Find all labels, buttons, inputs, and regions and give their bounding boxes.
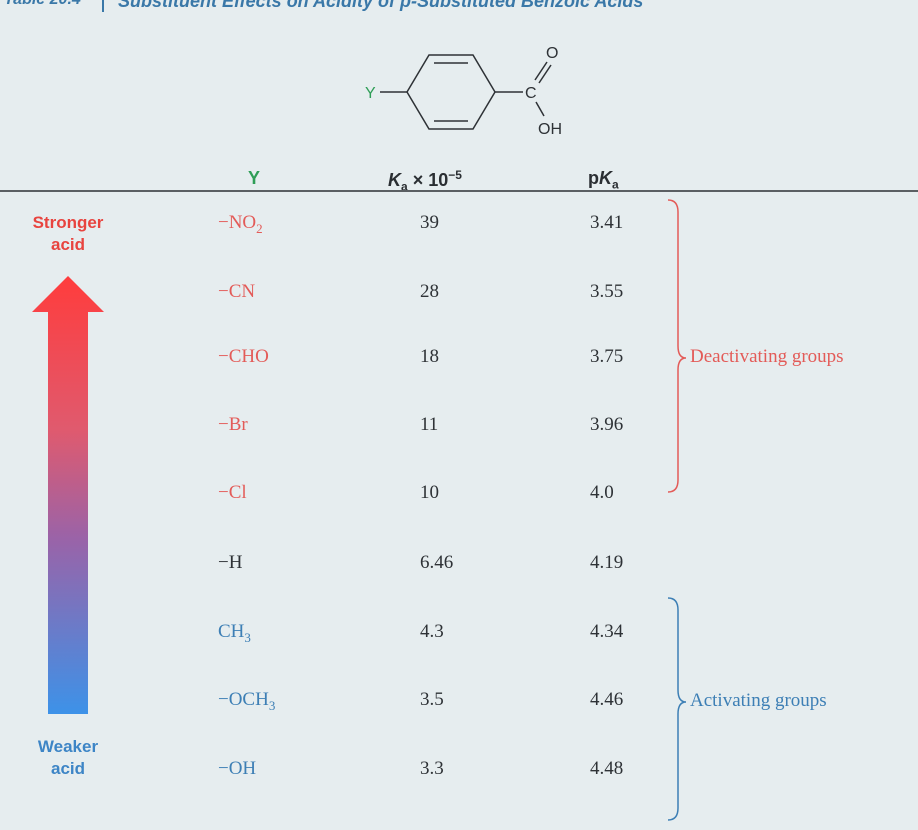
row-substituent: −OCH3 — [218, 689, 275, 714]
row-substituent: −Cl — [218, 482, 247, 507]
substituent-text: −NO — [218, 212, 257, 233]
table-row: CH3 4.3 4.34 — [0, 621, 918, 651]
row-pka: 3.41 — [590, 212, 624, 233]
row-pka: 4.46 — [590, 689, 624, 710]
row-ka: 6.46 — [420, 552, 454, 573]
row-pka: 4.19 — [590, 552, 624, 573]
substituent-subscript: 3 — [268, 697, 276, 713]
weaker-text: Weaker — [37, 737, 99, 756]
table-row: −Br 11 3.96 — [0, 414, 918, 444]
column-header-pka: pKa — [588, 168, 619, 192]
row-substituent: CH3 — [218, 621, 251, 646]
stronger-acid-label: Stronger acid — [13, 212, 123, 256]
row-ka: 3.5 — [420, 689, 444, 710]
structure-y-label: Y — [365, 85, 376, 102]
row-ka: 3.3 — [420, 758, 444, 779]
ka-times: × 10 — [407, 170, 449, 190]
column-header-ka: Ka × 10−5 — [388, 168, 462, 194]
structure-carbon: C — [525, 85, 537, 102]
substituent-subscript: 3 — [244, 629, 251, 645]
table-row: −Cl 10 4.0 — [0, 482, 918, 512]
substituent-text: −OCH — [218, 689, 269, 710]
deactivating-bracket — [667, 199, 687, 493]
row-substituent: −CHO — [218, 346, 269, 371]
row-pka: 3.55 — [590, 281, 624, 302]
activating-groups-label: Activating groups — [690, 690, 827, 711]
column-header-y: Y — [248, 168, 261, 188]
table-title-strip: Table 20.4 Substituent Effects on Acidit… — [0, 0, 918, 12]
table-row: −OH 3.3 4.48 — [0, 758, 918, 788]
substituent-text: −CHO — [218, 346, 269, 367]
title-divider — [102, 0, 104, 12]
pka-subscript: a — [612, 177, 619, 192]
row-ka: 28 — [420, 281, 439, 302]
row-substituent: −CN — [218, 281, 255, 306]
ka-k: K — [388, 170, 401, 190]
table-row: −CN 28 3.55 — [0, 281, 918, 311]
table-row: −CHO 18 3.75 — [0, 346, 918, 376]
row-pka: 4.48 — [590, 758, 624, 779]
substituent-text: −Br — [218, 414, 248, 435]
row-pka: 4.34 — [590, 621, 624, 642]
pka-k: K — [599, 168, 612, 188]
deactivating-groups-label: Deactivating groups — [690, 346, 844, 367]
ka-exponent: −5 — [448, 168, 462, 182]
substituent-text: CH — [218, 621, 245, 642]
substituent-text: −CN — [218, 281, 256, 302]
table-title: Substituent Effects on Acidity of p-Subs… — [118, 0, 644, 11]
table-row: −NO2 39 3.41 — [0, 212, 918, 242]
row-ka: 4.3 — [420, 621, 444, 642]
substituent-text: −H — [218, 552, 243, 573]
table-row: −H 6.46 4.19 — [0, 552, 918, 582]
arrow-shape — [32, 276, 104, 714]
stronger-acid-text: acid — [50, 235, 86, 254]
substituent-text: −OH — [218, 758, 257, 779]
substituent-text: −Cl — [218, 482, 247, 503]
pka-p: p — [588, 168, 599, 188]
stronger-text: Stronger — [32, 213, 104, 232]
row-ka: 39 — [420, 212, 439, 233]
row-substituent: −OH — [218, 758, 256, 783]
table-row: −OCH3 3.5 4.46 — [0, 689, 918, 719]
structure-hydroxyl: OH — [538, 121, 562, 138]
row-ka: 10 — [420, 482, 439, 503]
substituent-subscript: 2 — [256, 220, 263, 236]
row-pka: 3.75 — [590, 346, 624, 367]
structure-carbonyl-o: O — [546, 45, 558, 62]
activating-bracket — [667, 597, 687, 821]
benzoic-acid-structure: Y C O OH — [365, 45, 562, 138]
acidity-arrow — [32, 276, 104, 714]
row-substituent: −H — [218, 552, 242, 577]
row-substituent: −NO2 — [218, 212, 263, 237]
weaker-acid-label: Weaker acid — [13, 736, 123, 780]
row-pka: 4.0 — [590, 482, 614, 503]
weaker-acid-text: acid — [50, 759, 86, 778]
row-substituent: −Br — [218, 414, 248, 439]
row-ka: 11 — [420, 414, 439, 435]
table-number: Table 20.4 — [4, 0, 81, 9]
row-ka: 18 — [420, 346, 439, 367]
row-pka: 3.96 — [590, 414, 624, 435]
ka-subscript: a — [401, 179, 408, 194]
header-rule — [0, 190, 918, 192]
